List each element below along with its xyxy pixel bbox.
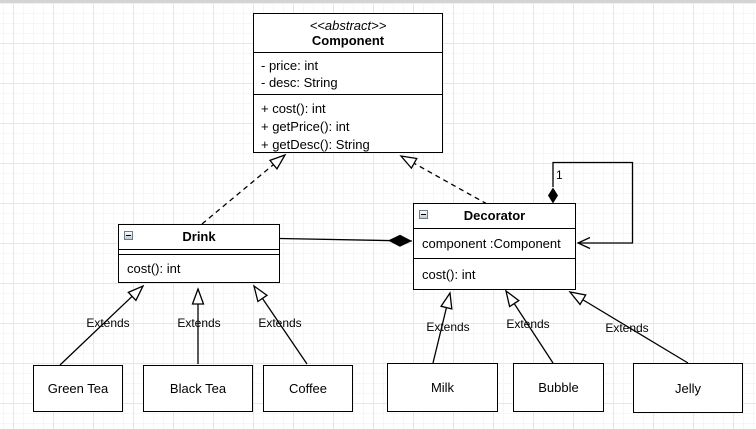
extends-label: Extends xyxy=(506,317,550,331)
method-row: cost(): int xyxy=(422,266,476,282)
node-label: Jelly xyxy=(674,380,701,396)
class-drink[interactable]: Drink cost(): int xyxy=(118,224,280,283)
extends-label: Extends xyxy=(86,316,130,330)
extends-label: Extends xyxy=(258,316,302,330)
class-decorator[interactable]: Decorator component :Component cost(): i… xyxy=(413,203,576,290)
node-black-tea[interactable]: Black Tea xyxy=(143,365,253,412)
edge-jelly-extends-decorator[interactable] xyxy=(570,292,689,364)
class-drink-header: Drink xyxy=(119,225,279,250)
attribute-row: - desc: String xyxy=(261,75,338,90)
attribute-row: component :Component xyxy=(414,229,575,259)
node-label: Coffee xyxy=(288,381,328,396)
edge-decorator-self-composition[interactable] xyxy=(552,161,634,244)
method-row: cost(): int xyxy=(127,261,181,276)
node-bubble[interactable]: Bubble xyxy=(513,363,604,412)
class-component-name: Component xyxy=(311,33,385,48)
self-composition-diamond-icon xyxy=(548,187,558,204)
class-component[interactable]: <<abstract>> Component - price: int - de… xyxy=(253,13,443,153)
node-green-tea[interactable]: Green Tea xyxy=(33,365,123,412)
class-drink-attributes-empty xyxy=(119,250,279,255)
extends-label: Extends xyxy=(605,321,649,335)
class-drink-name: Drink xyxy=(182,229,216,244)
class-component-header: <<abstract>> Component xyxy=(254,14,442,53)
extends-label: Extends xyxy=(177,316,221,330)
method-row: + cost(): int xyxy=(261,101,326,116)
collapse-icon[interactable] xyxy=(124,231,133,240)
node-coffee[interactable]: Coffee xyxy=(263,365,353,412)
node-jelly[interactable]: Jelly xyxy=(633,363,743,413)
edge-greentea-extends-drink[interactable] xyxy=(59,286,143,366)
edge-bubble-extends-decorator[interactable] xyxy=(506,291,554,364)
edge-drink-realizes-component[interactable] xyxy=(201,155,285,225)
edge-decorator-realizes-component[interactable] xyxy=(401,156,488,205)
node-label: Black Tea xyxy=(169,381,227,396)
node-label: Milk xyxy=(430,380,455,395)
method-row: + getDesc(): String xyxy=(261,137,370,152)
edge-milk-extends-decorator[interactable] xyxy=(432,293,450,364)
multiplicity-label: 1 xyxy=(556,168,563,182)
collapse-icon[interactable] xyxy=(419,210,428,219)
class-component-stereotype: <<abstract>> xyxy=(309,18,387,33)
node-label: Green Tea xyxy=(47,381,109,396)
class-component-attributes: - price: int - desc: String xyxy=(254,53,442,95)
class-component-methods: + cost(): int + getPrice(): int + getDes… xyxy=(254,95,442,154)
node-milk[interactable]: Milk xyxy=(387,363,498,412)
class-decorator-header: Decorator xyxy=(414,204,575,229)
window-top-edge xyxy=(0,0,756,4)
edge-coffee-extends-drink[interactable] xyxy=(254,286,308,365)
class-decorator-name: Decorator xyxy=(463,208,526,223)
edge-drink-composition-decorator[interactable] xyxy=(279,234,413,247)
attribute-row: - price: int xyxy=(261,58,319,73)
extends-label: Extends xyxy=(426,320,470,334)
node-label: Bubble xyxy=(538,380,579,395)
method-row: + getPrice(): int xyxy=(261,119,350,134)
